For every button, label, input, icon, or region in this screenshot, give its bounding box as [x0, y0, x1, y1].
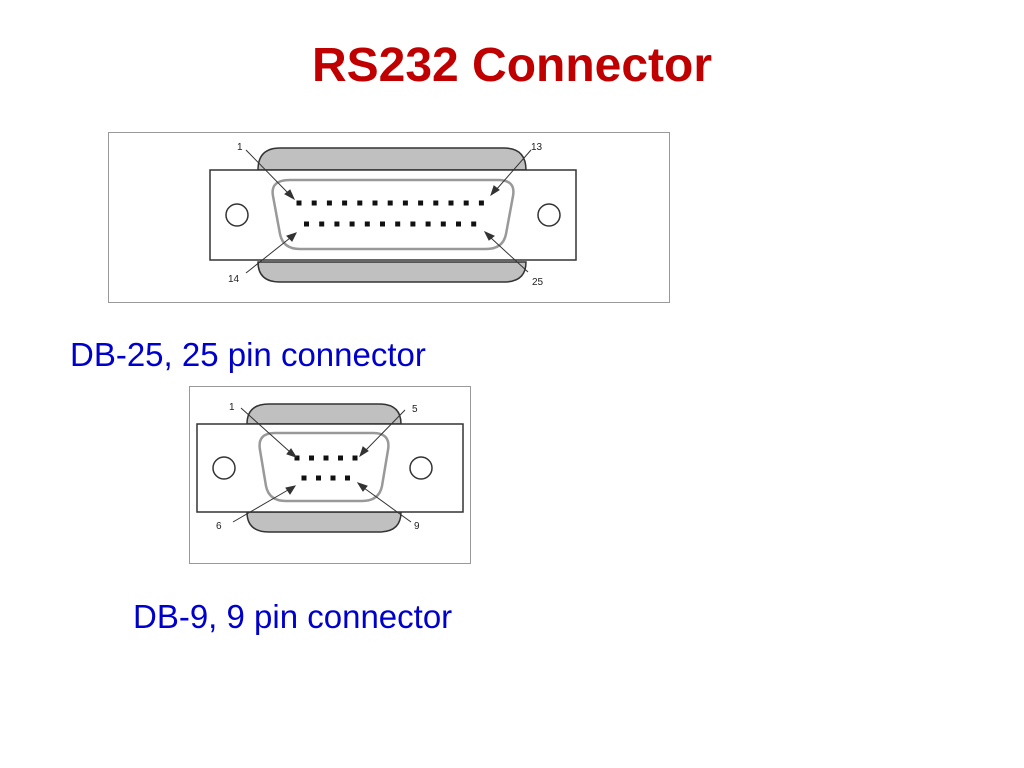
db9-pin-3: [323, 455, 329, 461]
db25-pin-15: [319, 221, 325, 227]
db25-bottom-shell: [257, 261, 527, 283]
db25-pin-18: [364, 221, 370, 227]
db25-pin-13: [478, 200, 484, 206]
db25-top-shell: [257, 147, 527, 171]
db25-pin-21: [410, 221, 416, 227]
db25-pin-12: [463, 200, 469, 206]
db25-pin-6: [372, 200, 378, 206]
db25-pin-4: [342, 200, 348, 206]
db25-pin-22: [425, 221, 431, 227]
db9-mounting-hole-left: [212, 456, 236, 480]
db9-pin-group: [294, 455, 358, 481]
db9-d-shell: [258, 431, 390, 503]
db25-d-shell: [271, 178, 515, 251]
db9-pin-label-6: 6: [216, 521, 222, 532]
db25-pin-24: [456, 221, 461, 227]
db25-connector-figure: 1 13 14 25: [108, 132, 670, 303]
db9-pin-label-1: 1: [229, 402, 235, 413]
slide-title: RS232 Connector: [311, 39, 713, 92]
db25-pin-label-13: 13: [531, 142, 543, 153]
db9-pin-6: [301, 475, 307, 481]
db25-pin-23: [440, 221, 446, 227]
db25-diagram: 1 13 14 25: [108, 132, 670, 303]
db25-pin-5: [357, 200, 363, 206]
db25-pointer-lines: [245, 149, 532, 274]
db25-pin-7: [387, 200, 393, 206]
db25-pin-group: [296, 200, 484, 227]
db25-pin-25: [471, 221, 477, 227]
db9-pin-label-5: 5: [412, 404, 418, 415]
db9-pin-2: [309, 455, 314, 461]
db25-pin-label-14: 14: [228, 274, 240, 285]
db9-pin-9: [345, 475, 350, 481]
db9-mounting-hole-right: [409, 456, 433, 480]
db9-diagram: 1 5 6 9: [189, 386, 471, 564]
db25-pin-label-25: 25: [532, 277, 544, 288]
db25-pin-20: [395, 221, 401, 227]
db25-caption: DB-25, 25 pin connector: [70, 336, 426, 373]
db25-pin-1: [296, 200, 302, 206]
db25-pin-9: [418, 200, 424, 206]
db9-bottom-shell: [246, 511, 402, 533]
db9-connector-figure: 1 5 6 9: [189, 386, 471, 564]
db25-pin-11: [448, 200, 454, 206]
db25-pin-10: [433, 200, 439, 206]
db9-pointer-lines: [232, 407, 412, 523]
db9-top-shell: [246, 403, 402, 425]
db9-caption: DB-9, 9 pin connector: [133, 598, 453, 635]
db9-pin-7: [316, 475, 321, 481]
db25-pin-3: [326, 200, 332, 206]
db25-pin-label-1: 1: [237, 142, 243, 153]
db9-pin-label-9: 9: [414, 521, 420, 532]
db9-pin-8: [330, 475, 336, 481]
db25-mounting-hole-left: [225, 203, 249, 227]
db25-pin-14: [304, 221, 309, 227]
db9-pin-5: [352, 455, 358, 461]
db25-pin-16: [334, 221, 340, 227]
db25-mounting-hole-right: [537, 203, 561, 227]
db9-pin-4: [338, 455, 343, 461]
db25-pin-8: [402, 200, 408, 206]
db25-pin-17: [349, 221, 355, 227]
db9-pin-1: [294, 455, 300, 461]
db25-pin-19: [380, 221, 385, 227]
db25-pin-2: [311, 200, 317, 206]
